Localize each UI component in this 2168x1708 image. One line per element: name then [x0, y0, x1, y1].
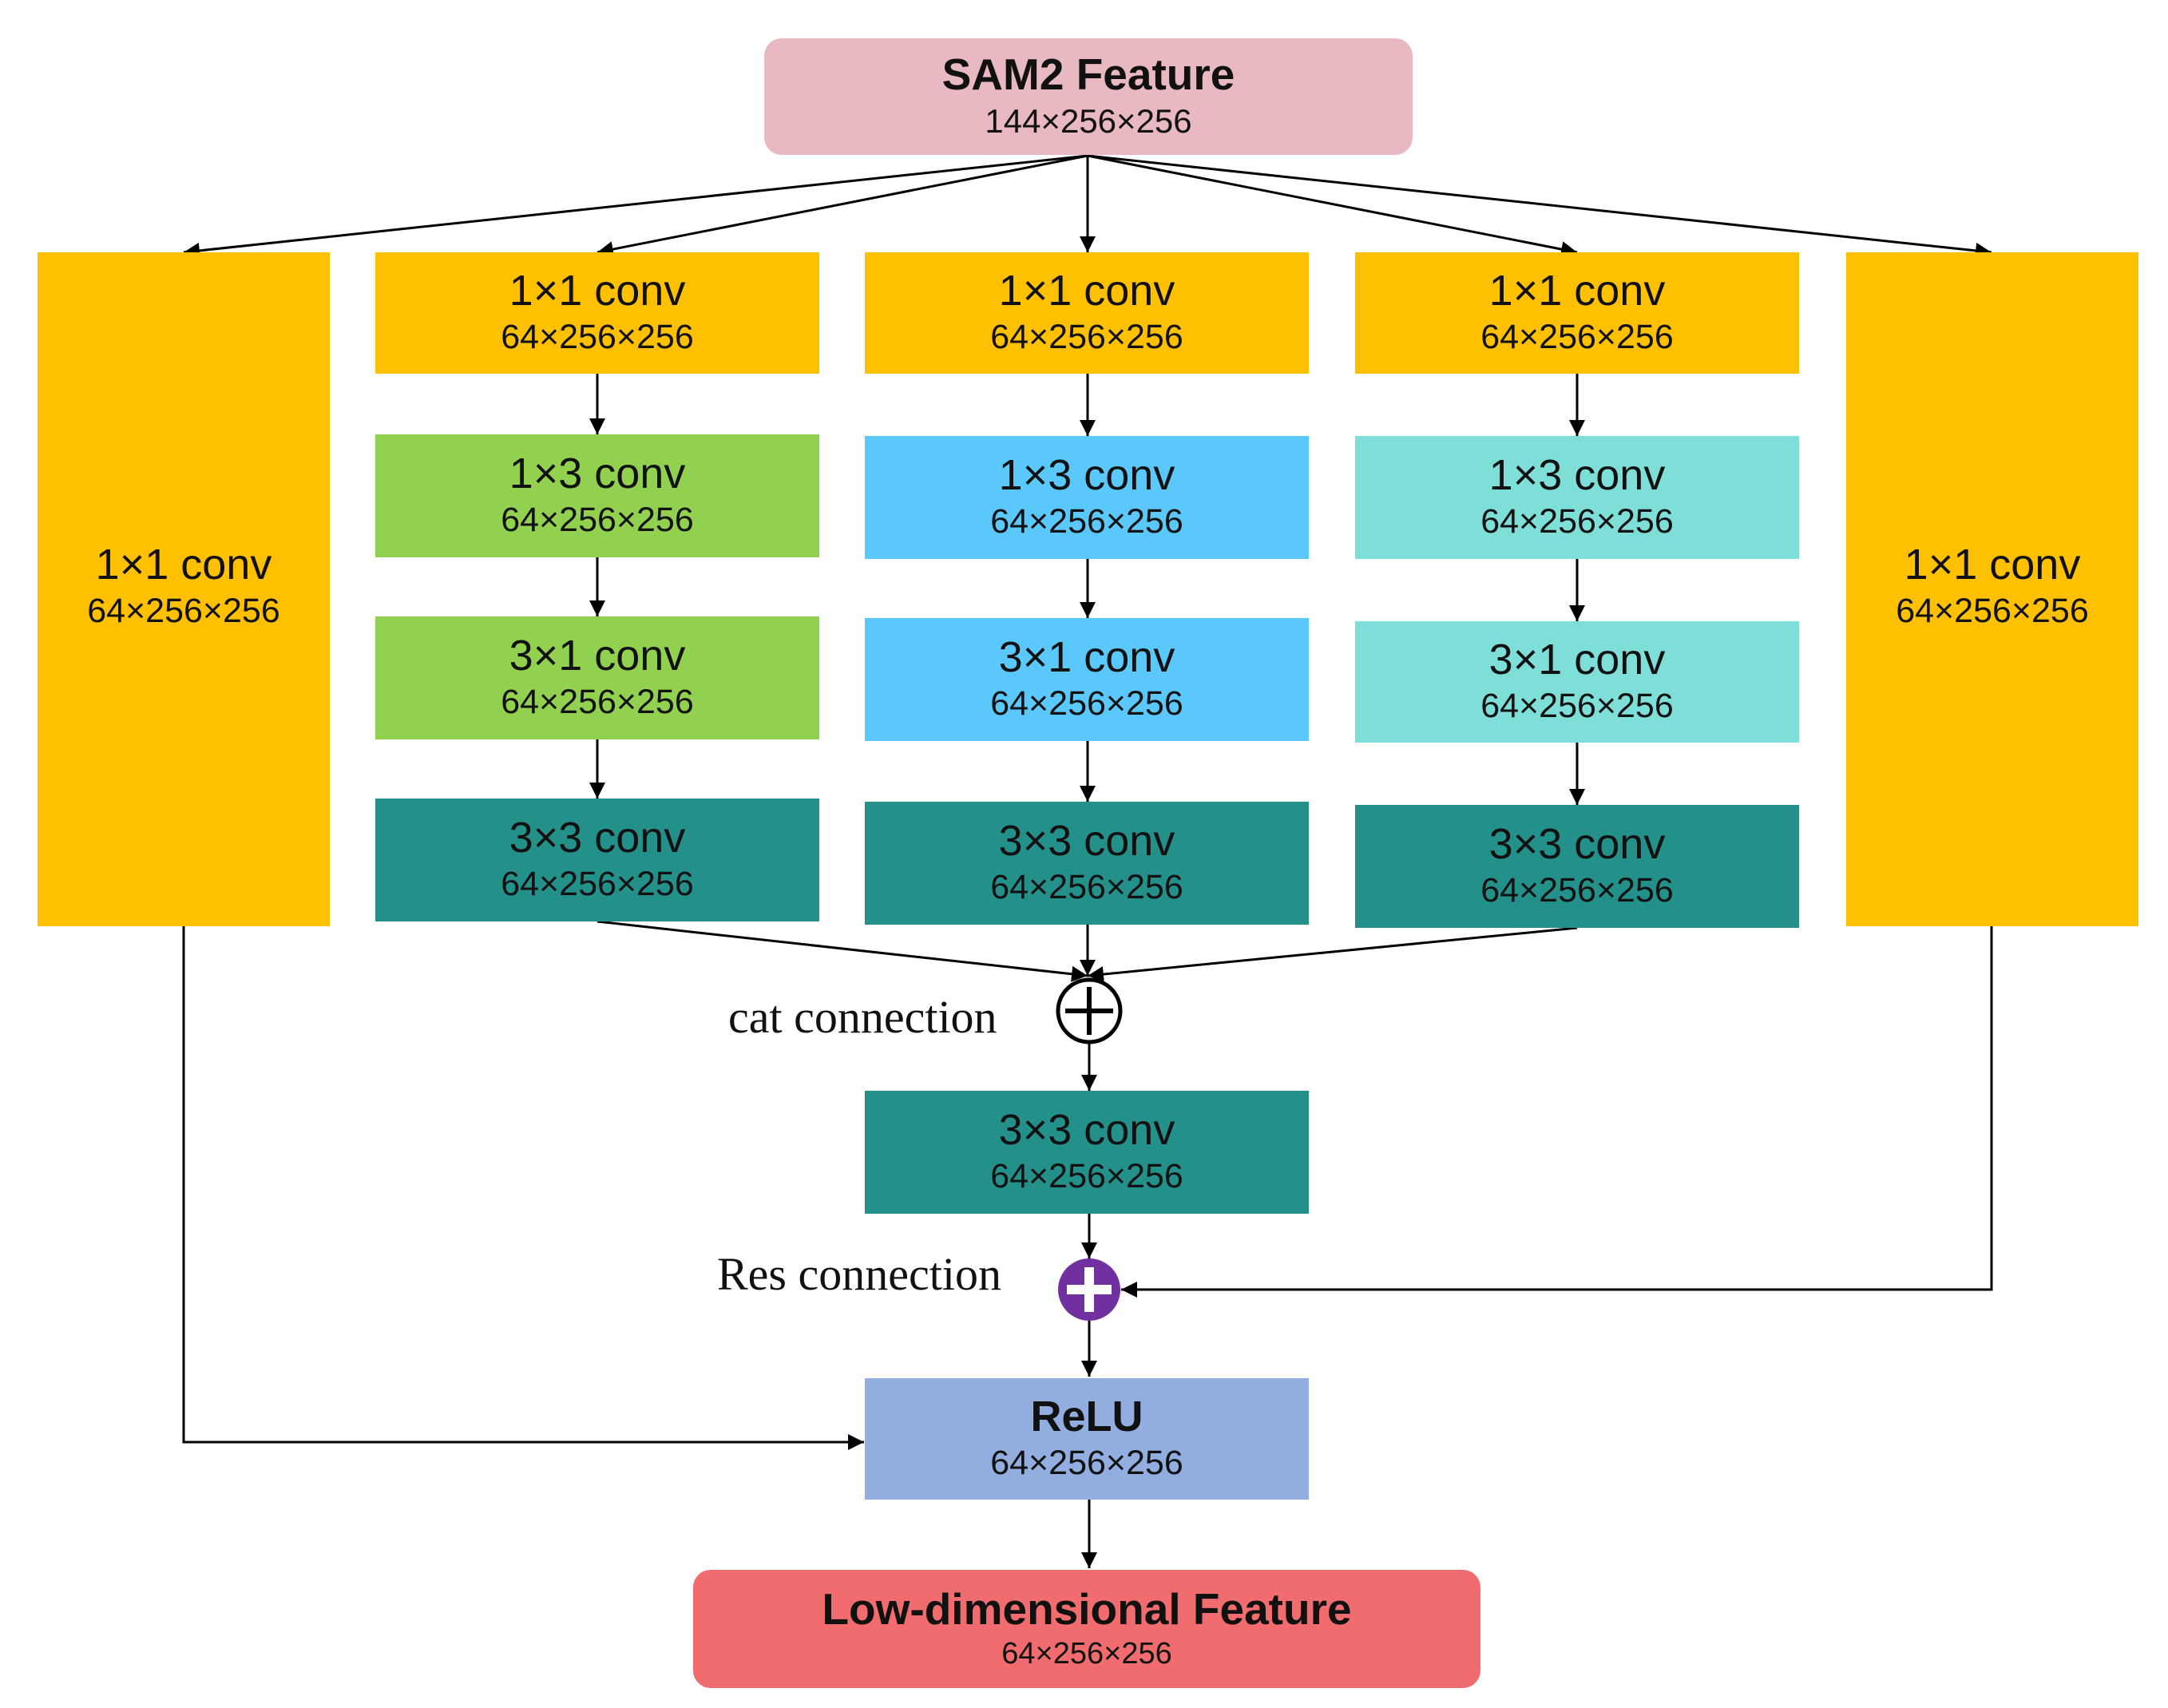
conv-label: 1×3 conv [1488, 451, 1666, 499]
conv-label: 3×1 conv [998, 633, 1175, 681]
side-right-conv-label: 1×1 conv [1904, 541, 2081, 588]
low-feature-label: Low-dimensional Feature [822, 1583, 1352, 1634]
conv-dim: 64×256×256 [990, 318, 1183, 357]
branch2-conv-3x3: 3×3 conv 64×256×256 [865, 802, 1309, 925]
conv-label: 3×3 conv [1488, 820, 1666, 868]
fuse-conv-3x3: 3×3 conv 64×256×256 [865, 1091, 1309, 1214]
conv-dim: 64×256×256 [1480, 871, 1674, 910]
conv-label: 1×3 conv [509, 450, 686, 497]
side-right-conv-node: 1×1 conv 64×256×256 [1846, 252, 2138, 926]
conv-label: 3×3 conv [998, 817, 1175, 865]
conv-dim: 64×256×256 [501, 683, 694, 722]
branch3-conv-3x1: 3×1 conv 64×256×256 [1355, 621, 1799, 743]
conv-label: 1×1 conv [509, 267, 686, 315]
side-left-conv-label: 1×1 conv [95, 541, 272, 588]
branch3-conv-1x3: 1×3 conv 64×256×256 [1355, 436, 1799, 559]
conv-dim: 64×256×256 [501, 865, 694, 904]
cat-connection-label: cat connection [728, 991, 997, 1043]
branch1-conv-1x3: 1×3 conv 64×256×256 [375, 434, 819, 557]
branch3-conv-3x3: 3×3 conv 64×256×256 [1355, 805, 1799, 928]
relu-dim: 64×256×256 [990, 1444, 1183, 1483]
side-left-conv-node: 1×1 conv 64×256×256 [38, 252, 330, 926]
low-feature-dim: 64×256×256 [1001, 1636, 1172, 1670]
sam2-feature-dim: 144×256×256 [985, 102, 1192, 141]
branch3-conv-1x1: 1×1 conv 64×256×256 [1355, 252, 1799, 374]
arrow-b1-to-cat [596, 920, 1088, 982]
branch1-conv-3x1: 3×1 conv 64×256×256 [375, 616, 819, 739]
side-right-conv-dim: 64×256×256 [1896, 592, 2089, 631]
low-dimensional-feature-node: Low-dimensional Feature 64×256×256 [693, 1570, 1480, 1688]
conv-dim: 64×256×256 [501, 501, 694, 540]
branch2-conv-1x3: 1×3 conv 64×256×256 [865, 436, 1309, 559]
arrow-side-right-to-res [1121, 926, 1993, 1298]
branch2-conv-1x1: 1×1 conv 64×256×256 [865, 252, 1309, 374]
conv-dim: 64×256×256 [1480, 318, 1674, 357]
conv-label: 3×1 conv [1488, 636, 1666, 684]
sam2-feature-label: SAM2 Feature [941, 50, 1235, 100]
res-connection-label: Res connection [717, 1248, 1001, 1300]
cat-connection-symbol [1056, 977, 1123, 1044]
branch1-conv-3x3: 3×3 conv 64×256×256 [375, 799, 819, 921]
conv-dim: 64×256×256 [501, 318, 694, 357]
conv-dim: 64×256×256 [990, 684, 1183, 723]
arrow-sam2-to-side-left [183, 154, 1088, 259]
conv-label: 3×3 conv [998, 1106, 1175, 1154]
relu-node: ReLU 64×256×256 [865, 1378, 1309, 1500]
conv-label: 3×1 conv [509, 632, 686, 680]
conv-dim: 64×256×256 [1480, 502, 1674, 541]
arrow-b3-to-cat [1087, 926, 1578, 983]
conv-dim: 64×256×256 [990, 868, 1183, 907]
conv-dim: 64×256×256 [990, 1157, 1183, 1196]
sam2-feature-node: SAM2 Feature 144×256×256 [764, 38, 1413, 155]
conv-dim: 64×256×256 [990, 502, 1183, 541]
conv-label: 1×3 conv [998, 451, 1175, 499]
relu-label: ReLU [1030, 1393, 1143, 1441]
arrow-sam2-to-side-right [1087, 154, 1992, 259]
branch2-conv-3x1: 3×1 conv 64×256×256 [865, 618, 1309, 741]
conv-label: 1×1 conv [1488, 267, 1666, 315]
arrow-sam2-to-branch1 [596, 154, 1088, 257]
conv-label: 3×3 conv [509, 814, 686, 862]
arrow-side-left-to-relu [182, 926, 864, 1450]
conv-label: 1×1 conv [998, 267, 1175, 315]
res-connection-symbol [1058, 1258, 1120, 1321]
arrow-sam2-to-branch3 [1087, 154, 1578, 257]
side-left-conv-dim: 64×256×256 [87, 592, 280, 631]
conv-dim: 64×256×256 [1480, 687, 1674, 726]
branch1-conv-1x1: 1×1 conv 64×256×256 [375, 252, 819, 374]
